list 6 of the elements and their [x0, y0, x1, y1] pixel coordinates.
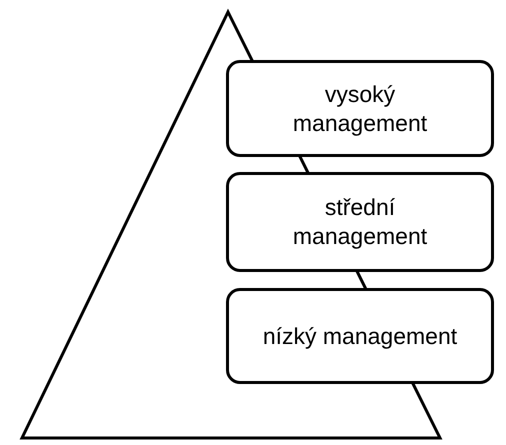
level-label: střední management — [292, 193, 428, 251]
level-label: nízký management — [262, 322, 458, 350]
level-box — [226, 172, 494, 272]
level-label: vysoký management — [292, 80, 428, 138]
level-box — [226, 60, 494, 157]
level-box — [226, 288, 494, 384]
